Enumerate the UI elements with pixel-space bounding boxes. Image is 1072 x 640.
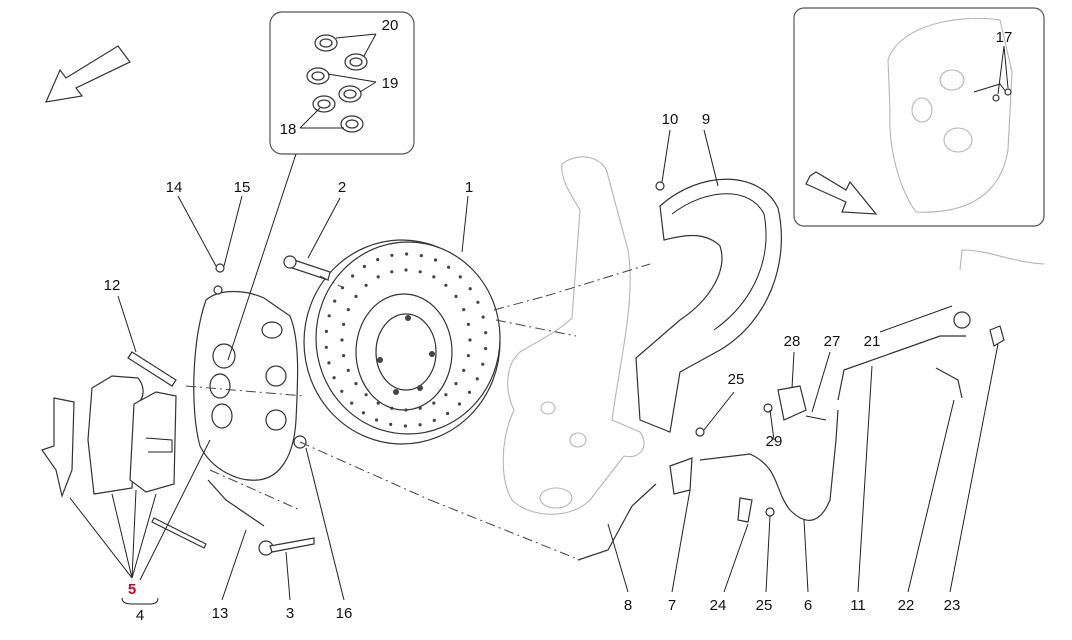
- brake-caliper: [193, 290, 299, 481]
- brake-hoses: [577, 249, 1045, 561]
- callout-23: 23: [944, 597, 961, 614]
- callout-14: 14: [166, 179, 183, 196]
- caliper-inset: [793, 7, 1045, 227]
- callout-8: 8: [624, 597, 632, 614]
- callout-1: 1: [465, 179, 473, 196]
- dust-shield: [635, 178, 782, 433]
- callout-4: 4: [136, 607, 144, 624]
- callout-12: 12: [104, 277, 121, 294]
- callout-24: 24: [710, 597, 727, 614]
- callout-labels: 1 2 3 4 5 6 7 8 9 10 11 12 13 14 15 16 1…: [104, 17, 1013, 624]
- leader-lines: [69, 129, 999, 605]
- brake-disc: [303, 239, 501, 445]
- seal-kit-inset: [269, 11, 415, 155]
- callout-9: 9: [702, 111, 710, 128]
- callout-17: 17: [996, 29, 1013, 46]
- brake-pads: [41, 375, 177, 499]
- callout-15: 15: [234, 179, 251, 196]
- callout-7: 7: [668, 597, 676, 614]
- callout-28: 28: [784, 333, 801, 350]
- callout-5: 5: [128, 581, 136, 598]
- callout-16: 16: [336, 605, 353, 622]
- callout-10: 10: [662, 111, 679, 128]
- callout-29: 29: [766, 433, 783, 450]
- callout-21: 21: [864, 333, 881, 350]
- callout-19: 19: [382, 75, 399, 92]
- callout-11: 11: [850, 597, 866, 614]
- bolts: [127, 181, 775, 556]
- callout-25-top: 25: [728, 371, 745, 388]
- assembly-lines: [185, 263, 651, 561]
- callout-18: 18: [280, 121, 297, 138]
- callout-3: 3: [286, 605, 294, 622]
- callout-22: 22: [898, 597, 915, 614]
- callout-25-bottom: 25: [756, 597, 773, 614]
- callout-2: 2: [338, 179, 346, 196]
- steering-knuckle: [502, 156, 645, 515]
- callout-13: 13: [212, 605, 229, 622]
- direction-arrow-icon: [45, 45, 131, 103]
- callout-27: 27: [824, 333, 841, 350]
- callout-20: 20: [382, 17, 399, 34]
- callout-6: 6: [804, 597, 812, 614]
